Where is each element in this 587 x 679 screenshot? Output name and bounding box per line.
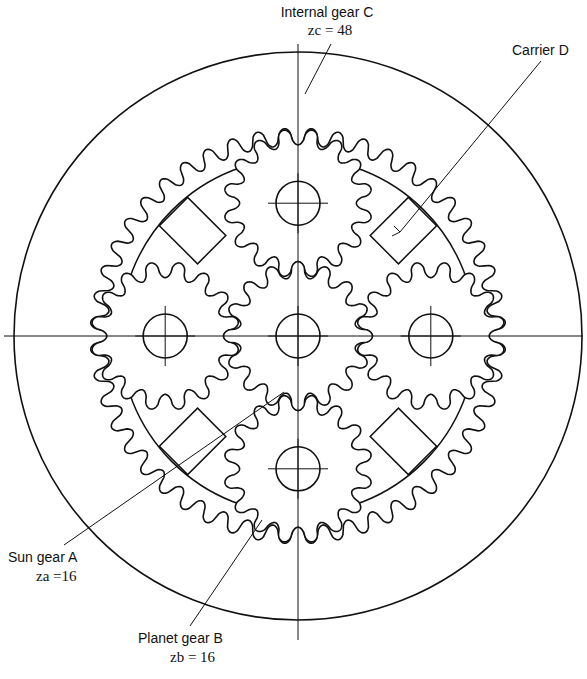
leader-line <box>305 44 331 94</box>
center-lines <box>4 44 583 640</box>
part-name: Internal gear C <box>281 4 374 21</box>
leader-line <box>190 520 262 626</box>
part-name: Carrier D <box>512 42 569 59</box>
carrier-block <box>370 408 436 474</box>
carrier-block <box>159 408 225 474</box>
part-name: Sun gear A <box>8 549 77 566</box>
tooth-count: zc = 48 <box>308 22 352 39</box>
leader-lines <box>64 44 541 626</box>
center-line <box>4 336 583 337</box>
leader-tick <box>392 226 400 236</box>
leader-line <box>64 392 284 545</box>
part-name: Planet gear B <box>138 630 223 647</box>
center-line <box>298 44 299 640</box>
carrier-block <box>370 197 436 263</box>
carrier-block <box>159 197 225 263</box>
leader-line <box>400 61 541 232</box>
tooth-count: za =16 <box>36 568 77 585</box>
tooth-count: zb = 16 <box>170 649 215 666</box>
